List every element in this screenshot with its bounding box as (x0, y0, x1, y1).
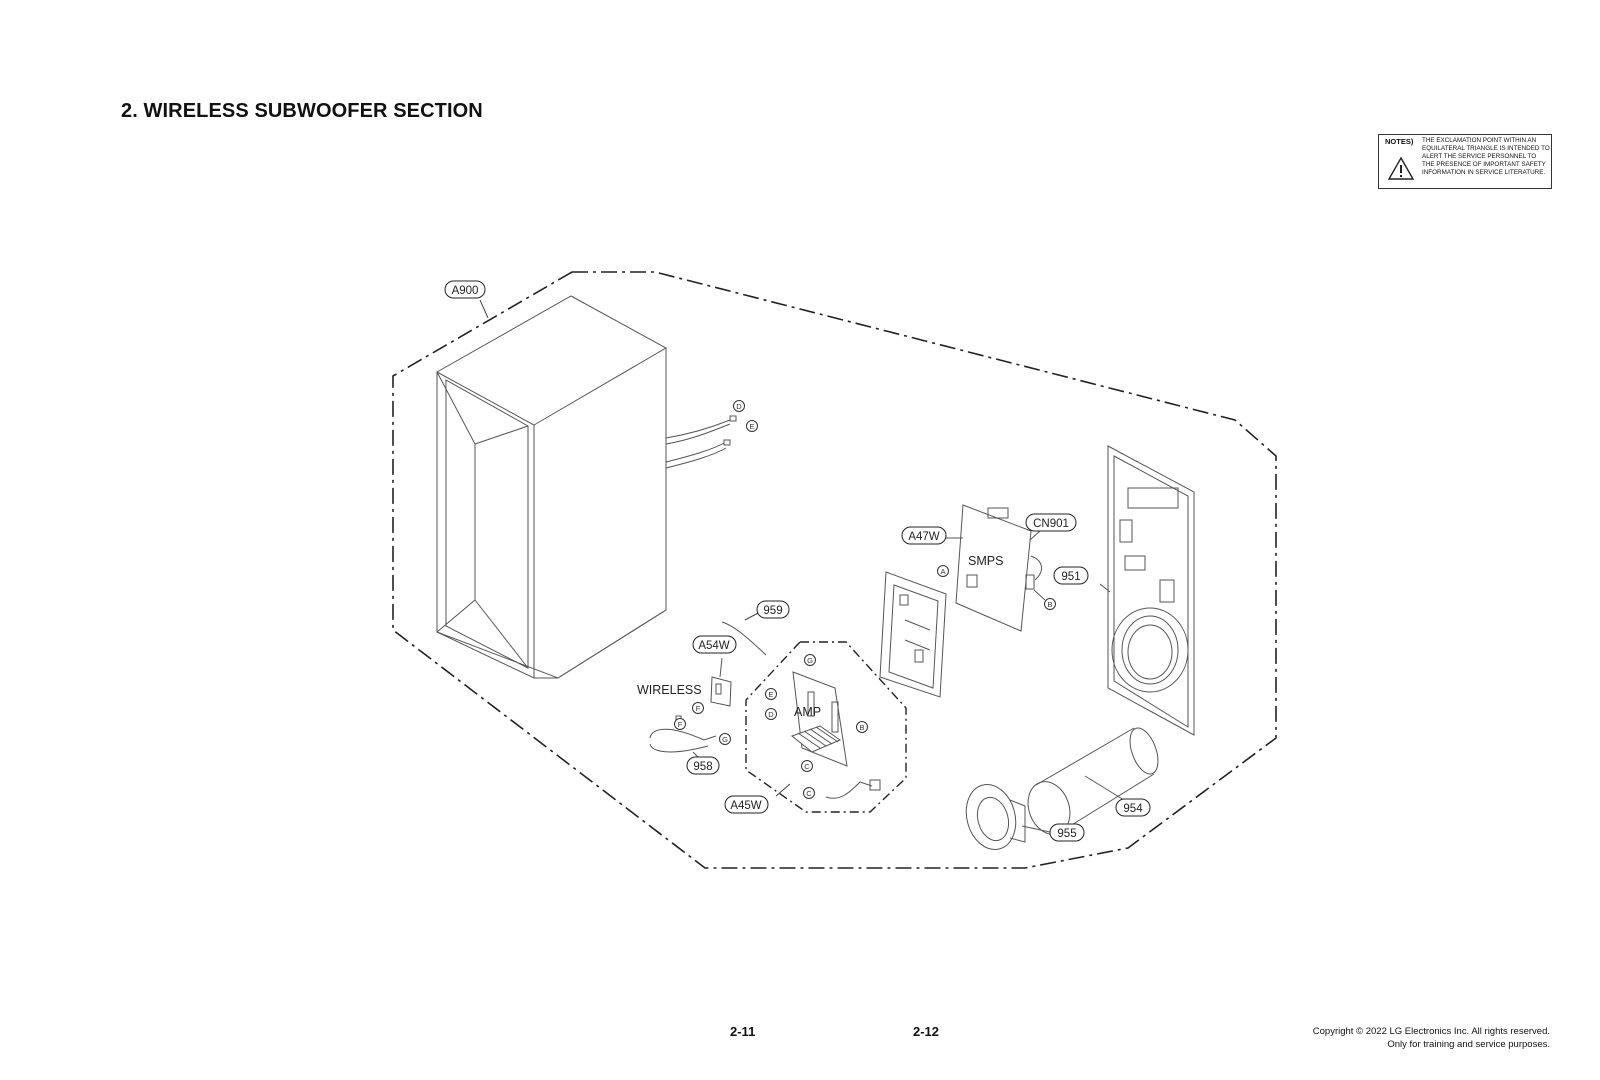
safety-notes-box: NOTES) THE EXCLAMATION POINT WITHIN AN E… (1378, 134, 1552, 189)
svg-text:F: F (696, 704, 701, 713)
connector-callout-e-cabinet: E (746, 420, 758, 432)
page-title: 2. WIRELESS SUBWOOFER SECTION (121, 100, 483, 122)
connector-callout-g-cable: G (719, 733, 731, 745)
svg-text:B: B (859, 723, 864, 732)
amp-board-drawing (790, 671, 881, 799)
connector-callout-f-cable: F (674, 718, 686, 730)
connector-callout-g-amp: G (804, 654, 816, 666)
connector-callout-f-wireless: F (692, 702, 704, 714)
svg-text:A45W: A45W (730, 800, 761, 812)
svg-text:954: 954 (1123, 803, 1143, 815)
svg-text:C: C (804, 762, 810, 771)
port-flange-955-drawing (965, 784, 1051, 850)
part-label-959: 959 (756, 600, 790, 619)
connector-callout-d-cabinet: D (733, 400, 745, 412)
svg-text:F: F (678, 720, 683, 729)
notes-text: THE EXCLAMATION POINT WITHIN AN EQUILATE… (1422, 137, 1550, 176)
svg-text:951: 951 (1061, 571, 1080, 583)
part-label-cn901: CN901 (1025, 513, 1077, 532)
copyright-line-1: Copyright © 2022 LG Electronics Inc. All… (1312, 1026, 1550, 1037)
svg-text:E: E (749, 422, 754, 431)
svg-text:B: B (1047, 600, 1052, 609)
svg-text:959: 959 (763, 605, 782, 617)
part-label-954: 954 (1115, 798, 1151, 817)
board-label-wireless: WIRELESS (637, 683, 702, 697)
page-number-left: 2-11 (730, 1024, 756, 1039)
smps-bracket-drawing (879, 571, 947, 698)
port-tube-954-drawing (1027, 727, 1159, 835)
warning-triangle-icon (1388, 157, 1414, 180)
svg-text:A47W: A47W (908, 531, 939, 543)
svg-text:C: C (806, 789, 812, 798)
svg-text:CN901: CN901 (1033, 518, 1069, 530)
svg-text:G: G (722, 735, 728, 744)
connector-callout-b-smps: B (1044, 598, 1056, 610)
svg-text:A54W: A54W (698, 640, 729, 652)
cabinet-drawing (436, 295, 737, 679)
wireless-board-drawing (710, 657, 732, 707)
part-label-951: 951 (1053, 566, 1089, 585)
page-number-right: 2-12 (913, 1024, 940, 1039)
part-label-958: 958 (686, 756, 720, 775)
part-label-955: 955 (1049, 823, 1085, 842)
rear-panel-drawing (1099, 445, 1195, 736)
copyright-line-2: Only for training and service purposes. (1387, 1038, 1550, 1050)
svg-text:A900: A900 (452, 285, 479, 297)
wire-959-drawing (721, 621, 767, 656)
part-label-a900: A900 (444, 280, 486, 299)
connector-callout-e-amp: E (765, 688, 777, 700)
svg-text:E: E (768, 690, 773, 699)
connector-callout-c-amp: C (801, 760, 813, 772)
part-label-a54w: A54W (692, 635, 737, 654)
board-label-smps: SMPS (968, 554, 1003, 568)
smps-board-drawing (938, 504, 1046, 632)
part-label-a47w: A47W (901, 526, 947, 545)
svg-text:955: 955 (1057, 828, 1076, 840)
notes-label: NOTES) (1385, 137, 1414, 146)
svg-text:D: D (768, 710, 774, 719)
svg-text:A: A (940, 567, 945, 576)
board-label-amp: AMP (794, 705, 821, 719)
svg-text:G: G (807, 656, 813, 665)
amp-outline (745, 641, 907, 813)
connector-callout-b-amp: B (856, 721, 868, 733)
copyright-notice: Copyright © 2022 LG Electronics Inc. All… (1313, 1026, 1550, 1051)
part-label-a45w: A45W (724, 795, 769, 814)
connector-callout-c-cable: C (803, 787, 815, 799)
svg-text:D: D (736, 402, 742, 411)
assembly-outline (392, 271, 1277, 869)
svg-text:958: 958 (693, 761, 712, 773)
connector-callout-a-smps: A (937, 565, 949, 577)
connector-callout-d-amp: D (765, 708, 777, 720)
